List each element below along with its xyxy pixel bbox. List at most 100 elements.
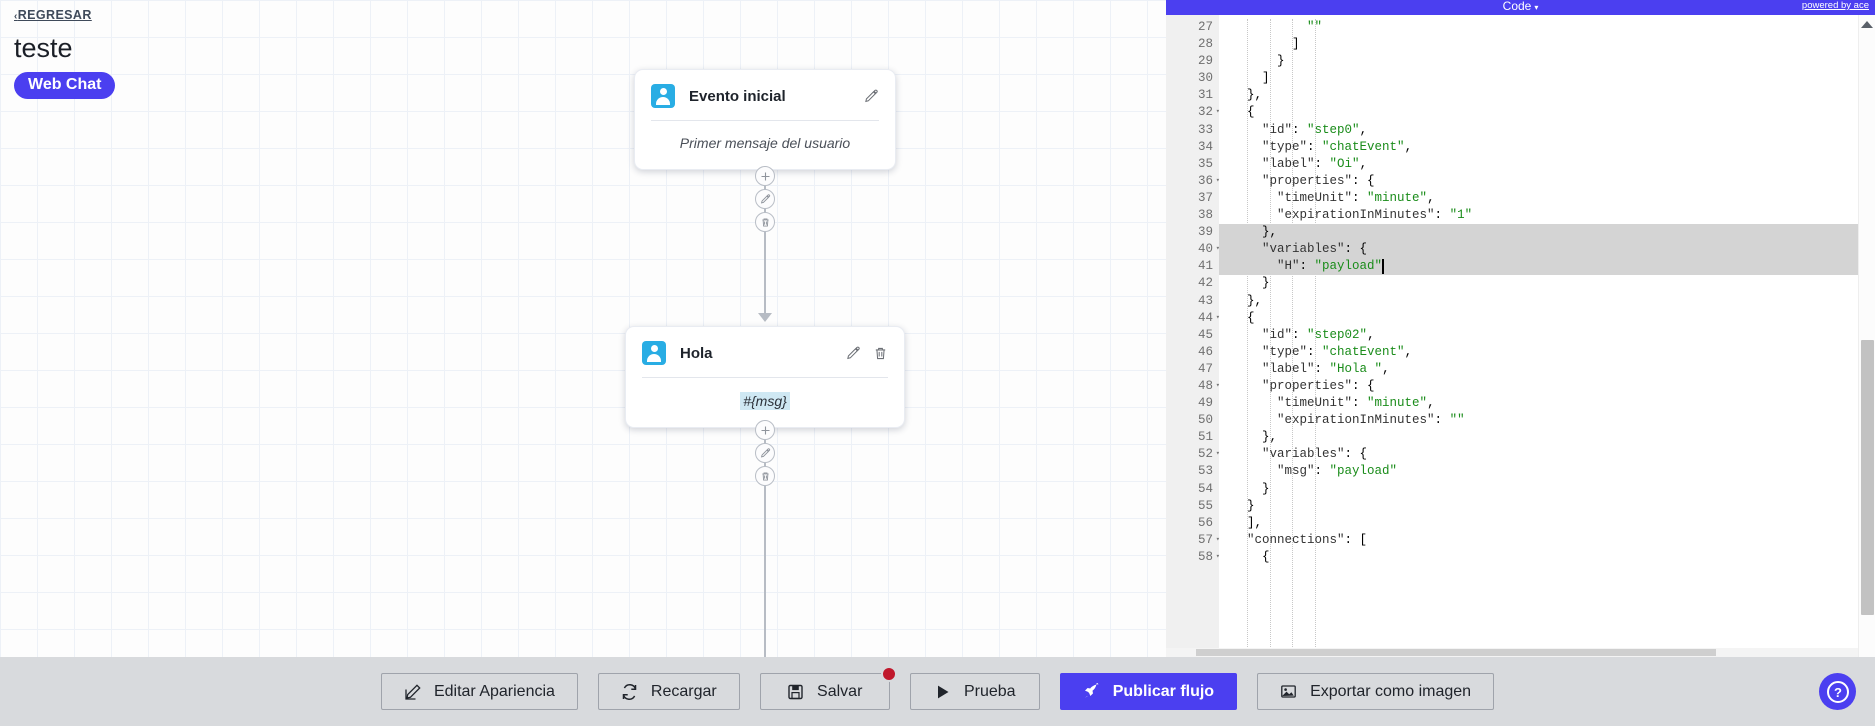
add-icon[interactable]	[755, 166, 775, 186]
code-line[interactable]: "properties": {	[1262, 378, 1375, 393]
line-number[interactable]: 58▾	[1166, 549, 1220, 566]
code-editor-panel[interactable]: ❯ Code▾ powered by ace 272829303132▾3334…	[1166, 0, 1875, 657]
line-number[interactable]: 54	[1197, 481, 1213, 496]
line-number[interactable]: 27	[1197, 20, 1213, 34]
toolbar-button-recargar[interactable]: Recargar	[597, 673, 740, 710]
vertical-scrollbar[interactable]	[1858, 15, 1875, 657]
flow-node-hola[interactable]: Hola #{msg}	[625, 326, 905, 428]
code-line[interactable]: ]	[1247, 71, 1270, 86]
code-line[interactable]: ""	[1307, 20, 1323, 34]
code-line[interactable]: "label": "Hola ",	[1262, 361, 1390, 376]
line-number[interactable]: 31	[1197, 88, 1213, 103]
fold-arrow-icon[interactable]: ▾	[1215, 313, 1220, 322]
line-number[interactable]: 47	[1197, 361, 1213, 376]
scroll-up-arrow-icon[interactable]	[1861, 21, 1873, 28]
code-line[interactable]: "timeUnit": "minute",	[1277, 190, 1435, 205]
code-line[interactable]: },	[1219, 224, 1875, 242]
horizontal-scrollbar[interactable]	[1166, 648, 1858, 657]
line-number[interactable]: 37	[1197, 190, 1213, 205]
edit-icon[interactable]	[846, 346, 861, 361]
line-number[interactable]: 49	[1197, 396, 1213, 411]
code-line[interactable]: "variables": {	[1219, 241, 1875, 259]
code-text-area[interactable]: "" ] } ]},{ "id": "step0", "type": "chat…	[1219, 15, 1875, 657]
line-number[interactable]: 55	[1197, 498, 1213, 513]
flow-node-evento-inicial[interactable]: Evento inicial Primer mensaje del usuari…	[634, 69, 896, 170]
code-line[interactable]: "expirationInMinutes": ""	[1277, 413, 1465, 428]
line-number[interactable]: 32▾	[1166, 104, 1220, 121]
code-line[interactable]: "H": "payload"	[1219, 258, 1875, 276]
code-line[interactable]: "expirationInMinutes": "1"	[1277, 208, 1473, 223]
line-number[interactable]: 44▾	[1166, 310, 1220, 327]
delete-icon[interactable]	[755, 212, 775, 232]
flow-canvas[interactable]: ‹REGRESAR teste Web Chat Evento inicial …	[0, 0, 1166, 657]
code-panel-title-dropdown[interactable]: Code▾	[1503, 0, 1539, 13]
code-line[interactable]: }	[1247, 481, 1270, 496]
line-number[interactable]: 34	[1197, 139, 1213, 154]
line-number[interactable]: 28	[1197, 37, 1213, 52]
line-number[interactable]: 53	[1197, 464, 1213, 479]
code-line[interactable]: "msg": "payload"	[1277, 464, 1398, 479]
help-button[interactable]: ?	[1819, 673, 1856, 710]
code-line[interactable]: "label": "Oi",	[1262, 156, 1368, 171]
code-line[interactable]: "timeUnit": "minute",	[1277, 396, 1435, 411]
line-number[interactable]: 36▾	[1166, 173, 1220, 190]
fold-arrow-icon[interactable]: ▾	[1215, 108, 1220, 117]
code-line[interactable]: "id": "step02",	[1262, 327, 1375, 342]
code-line[interactable]: ],	[1247, 515, 1263, 530]
code-line[interactable]: }	[1247, 54, 1285, 69]
code-line[interactable]: }	[1247, 498, 1255, 513]
line-number[interactable]: 38	[1197, 208, 1213, 223]
fold-arrow-icon[interactable]: ▾	[1215, 381, 1220, 390]
code-line[interactable]: {	[1247, 549, 1270, 564]
code-line[interactable]: }	[1247, 276, 1270, 291]
fold-arrow-icon[interactable]: ▾	[1215, 450, 1220, 459]
code-line[interactable]: },	[1247, 88, 1263, 103]
code-line[interactable]: "type": "chatEvent",	[1262, 344, 1413, 359]
code-line[interactable]: "connections": [	[1247, 532, 1368, 547]
toolbar-button-prueba[interactable]: Prueba	[909, 673, 1040, 710]
line-number[interactable]: 33	[1197, 122, 1213, 137]
powered-by-ace-link[interactable]: powered by ace	[1801, 0, 1869, 11]
horizontal-scrollbar-thumb[interactable]	[1196, 649, 1716, 656]
line-number[interactable]: 40▾	[1166, 241, 1220, 258]
line-number[interactable]: 45	[1197, 327, 1213, 342]
fold-arrow-icon[interactable]: ▾	[1215, 245, 1220, 254]
line-number[interactable]: 51	[1197, 430, 1213, 445]
line-number[interactable]: 29	[1197, 54, 1213, 69]
code-line[interactable]: "variables": {	[1262, 447, 1368, 462]
line-number[interactable]: 50	[1197, 413, 1213, 428]
line-number[interactable]: 46	[1197, 344, 1213, 359]
line-number[interactable]: 42	[1197, 276, 1213, 291]
code-line[interactable]: {	[1247, 105, 1255, 120]
toolbar-button-exportar-como-imagen[interactable]: Exportar como imagen	[1257, 673, 1495, 710]
line-number[interactable]: 30	[1197, 71, 1213, 86]
fold-arrow-icon[interactable]: ▾	[1215, 176, 1220, 185]
line-number[interactable]: 48▾	[1166, 378, 1220, 395]
line-number[interactable]: 35	[1197, 156, 1213, 171]
edit-icon[interactable]	[755, 443, 775, 463]
node-actions[interactable]	[846, 346, 888, 361]
edit-icon[interactable]	[755, 189, 775, 209]
vertical-scrollbar-thumb[interactable]	[1861, 340, 1874, 615]
node-2-mini-actions[interactable]	[755, 420, 775, 486]
line-number[interactable]: 56	[1197, 515, 1213, 530]
toolbar-button-salvar[interactable]: Salvar	[759, 666, 897, 710]
edit-icon[interactable]	[864, 89, 879, 104]
toolbar-button-editar-apariencia[interactable]: Editar Apariencia	[380, 673, 578, 710]
toolbar-button-publicar-flujo[interactable]: Publicar flujo	[1059, 673, 1238, 710]
line-number[interactable]: 57▾	[1166, 532, 1220, 549]
node-1-mini-actions[interactable]	[755, 166, 775, 232]
line-number[interactable]: 43	[1197, 293, 1213, 308]
code-line[interactable]: ]	[1247, 37, 1300, 52]
delete-icon[interactable]	[755, 466, 775, 486]
back-link[interactable]: ‹REGRESAR	[14, 8, 92, 22]
fold-arrow-icon[interactable]: ▾	[1215, 535, 1220, 544]
code-line[interactable]: },	[1247, 430, 1278, 445]
line-number[interactable]: 52▾	[1166, 446, 1220, 463]
line-number[interactable]: 39	[1197, 225, 1213, 240]
line-number[interactable]: 41	[1197, 259, 1213, 274]
fold-arrow-icon[interactable]: ▾	[1215, 552, 1220, 561]
delete-icon[interactable]	[873, 346, 888, 361]
code-line[interactable]: "properties": {	[1262, 173, 1375, 188]
